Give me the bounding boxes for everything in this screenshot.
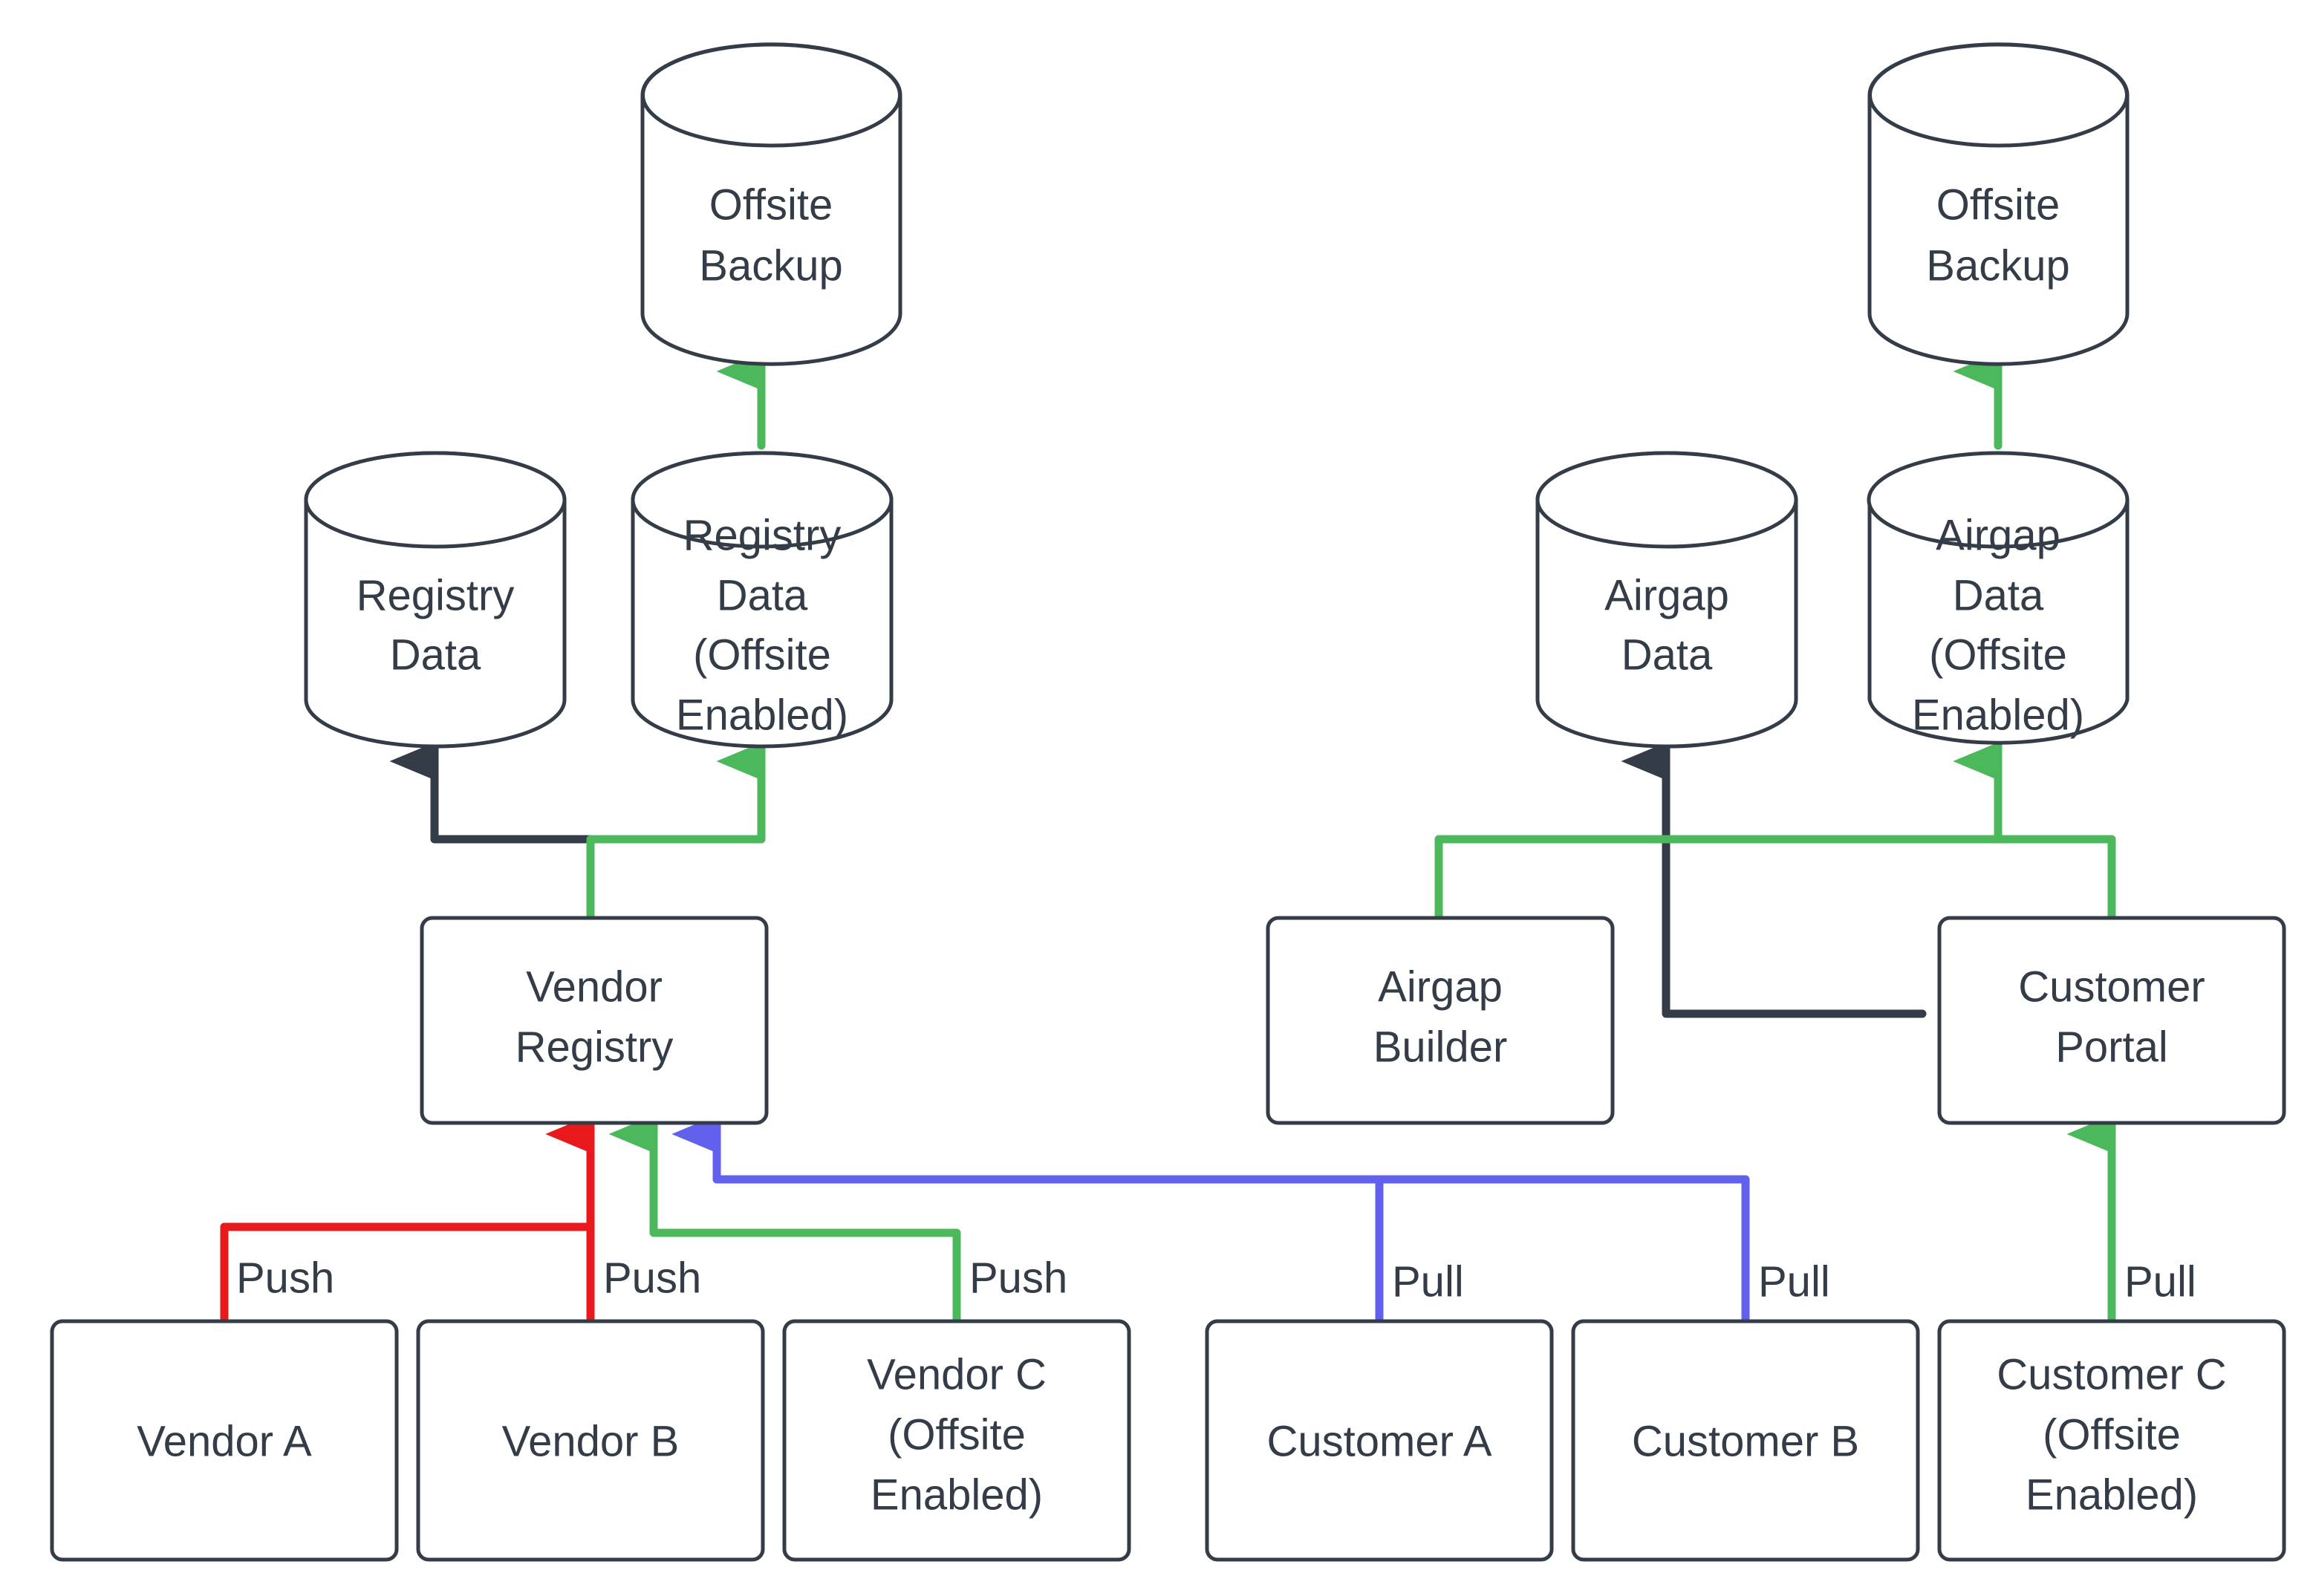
node-label-airgap-data-offsite-line4: Enabled)	[1912, 691, 2084, 739]
node-label-customer-c-line3: Enabled)	[2026, 1470, 2198, 1519]
edge-label-vendor-a-push: Push	[236, 1254, 334, 1302]
node-label-registry-data-line2: Data	[390, 631, 481, 679]
node-label-registry-data-offsite-line3: (Offsite	[693, 631, 831, 679]
node-label-airgap-data-line2: Data	[1621, 631, 1713, 679]
node-vendor-b[interactable]: Vendor B	[416, 1319, 765, 1562]
node-label-airgap-builder-line2: Builder	[1373, 1023, 1508, 1071]
edge-label-customer-a-pull: Pull	[1392, 1257, 1464, 1306]
node-airgap-builder[interactable]: Airgap Builder	[1266, 916, 1615, 1125]
node-label-airgap-data-line1: Airgap	[1604, 571, 1729, 619]
edge-airgap-builder-to-airgap-data-offsite	[1434, 740, 2003, 922]
node-label-vendor-registry-line1: Vendor	[526, 963, 663, 1011]
node-label-customer-a: Customer A	[1267, 1417, 1492, 1465]
edge-customer-portal-to-airgap-data-offsite	[1953, 740, 2116, 922]
node-vendor-c[interactable]: Vendor C (Offsite Enabled)	[782, 1319, 1131, 1562]
node-label-registry-data-offsite-line1: Registry	[683, 511, 842, 559]
node-label-customer-portal-line2: Portal	[2055, 1023, 2168, 1071]
edge-label-vendor-c-push: Push	[969, 1254, 1067, 1302]
node-label-customer-c-line1: Customer C	[1997, 1350, 2226, 1398]
node-offsite-backup-left[interactable]: Offsite Backup	[640, 42, 902, 366]
node-label-airgap-data-offsite-line2: Data	[1953, 571, 2044, 619]
node-label-vendor-registry-line2: Registry	[515, 1023, 674, 1071]
edge-customer-portal-to-airgap-data	[1621, 740, 1927, 1018]
node-airgap-data-offsite[interactable]: Airgap Data (Offsite Enabled)	[1867, 451, 2130, 745]
node-label-customer-b: Customer B	[1632, 1417, 1859, 1465]
node-label-customer-c-line2: (Offsite	[2043, 1410, 2181, 1459]
edge-label-customer-c-pull: Pull	[2124, 1257, 2196, 1306]
node-label-registry-data-line1: Registry	[357, 571, 515, 619]
node-label-airgap-data-offsite-line3: (Offsite	[1929, 631, 2067, 679]
node-label-registry-data-offsite-line4: Enabled)	[676, 691, 848, 739]
node-registry-data[interactable]: Registry Data	[304, 451, 567, 749]
node-label-vendor-c-line3: Enabled)	[871, 1470, 1043, 1519]
node-label-vendor-c-line1: Vendor C	[867, 1350, 1047, 1398]
node-label-vendor-b: Vendor B	[502, 1417, 680, 1465]
node-label-offsite-backup-right-line2: Backup	[1926, 241, 2069, 290]
node-registry-data-offsite[interactable]: Registry Data (Offsite Enabled)	[631, 451, 894, 749]
node-customer-c[interactable]: Customer C (Offsite Enabled)	[1937, 1319, 2286, 1562]
node-customer-portal[interactable]: Customer Portal	[1937, 916, 2286, 1125]
node-label-airgap-data-offsite-line1: Airgap	[1936, 511, 2060, 559]
node-label-vendor-c-line2: (Offsite	[888, 1410, 1026, 1459]
node-airgap-data[interactable]: Airgap Data	[1535, 451, 1798, 749]
edge-label-customer-b-pull: Pull	[1758, 1257, 1830, 1306]
node-offsite-backup-right[interactable]: Offsite Backup	[1867, 42, 2130, 366]
edge-vendor-c-push	[608, 1113, 961, 1323]
node-vendor-a[interactable]: Vendor A	[50, 1319, 399, 1562]
node-label-vendor-a: Vendor A	[137, 1417, 312, 1465]
node-label-registry-data-offsite-line2: Data	[717, 571, 808, 619]
node-label-offsite-backup-left-line2: Backup	[699, 241, 842, 290]
node-label-offsite-backup-left-line1: Offsite	[709, 180, 833, 229]
edge-customer-b-pull	[671, 1113, 1750, 1323]
edge-label-vendor-b-push: Push	[603, 1254, 701, 1302]
node-vendor-registry[interactable]: Vendor Registry	[420, 916, 769, 1125]
node-label-offsite-backup-right-line1: Offsite	[1936, 180, 2060, 229]
node-customer-a[interactable]: Customer A	[1205, 1319, 1554, 1562]
edge-vendor-registry-to-registry-data-offsite	[586, 740, 766, 922]
edge-vendor-registry-to-registry-data	[389, 740, 595, 922]
node-label-customer-portal-line1: Customer	[2018, 963, 2205, 1011]
node-label-airgap-builder-line1: Airgap	[1378, 963, 1503, 1011]
node-customer-b[interactable]: Customer B	[1571, 1319, 1920, 1562]
